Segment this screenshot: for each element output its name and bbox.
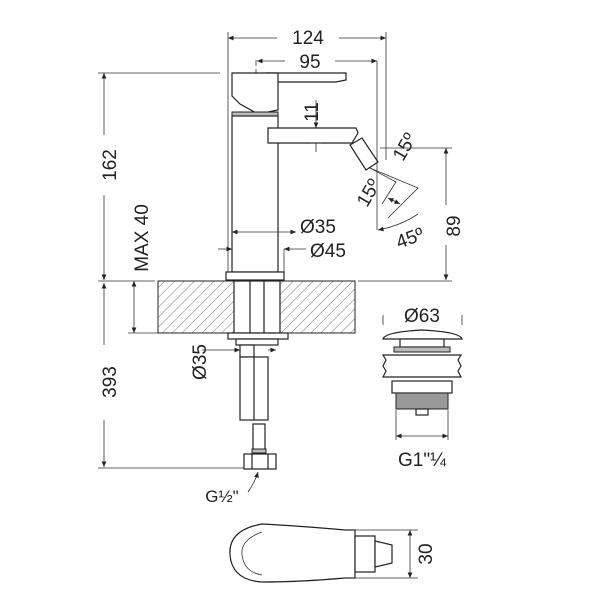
dim-waste-diameter: Ø63 [404, 306, 440, 327]
top-view [229, 523, 418, 583]
angle-15-up: 15º [389, 130, 421, 165]
dim-89: 89 [444, 215, 465, 236]
dim-393: 393 [100, 366, 121, 398]
dim-95: 95 [299, 52, 320, 73]
waste-valve [381, 315, 463, 440]
dim-max-40: MAX 40 [132, 204, 153, 272]
dim-body-diameter: Ø35 [300, 217, 336, 238]
angle-45: 45º [393, 224, 427, 253]
faucet-body [225, 60, 419, 290]
dim-30: 30 [416, 543, 437, 564]
dimension-lines [98, 32, 452, 493]
hose-thread-label: G½" [205, 487, 238, 506]
dim-base-diameter: Ø45 [310, 241, 346, 262]
dim-shank-diameter: Ø35 [190, 344, 211, 380]
angle-15-down: 15º [353, 176, 385, 211]
dim-11: 11 [302, 102, 323, 122]
waste-thread-label: G1"¼ [398, 450, 447, 471]
shank-and-hose [227, 280, 289, 470]
dim-124: 124 [292, 28, 324, 49]
dim-162: 162 [100, 149, 121, 181]
